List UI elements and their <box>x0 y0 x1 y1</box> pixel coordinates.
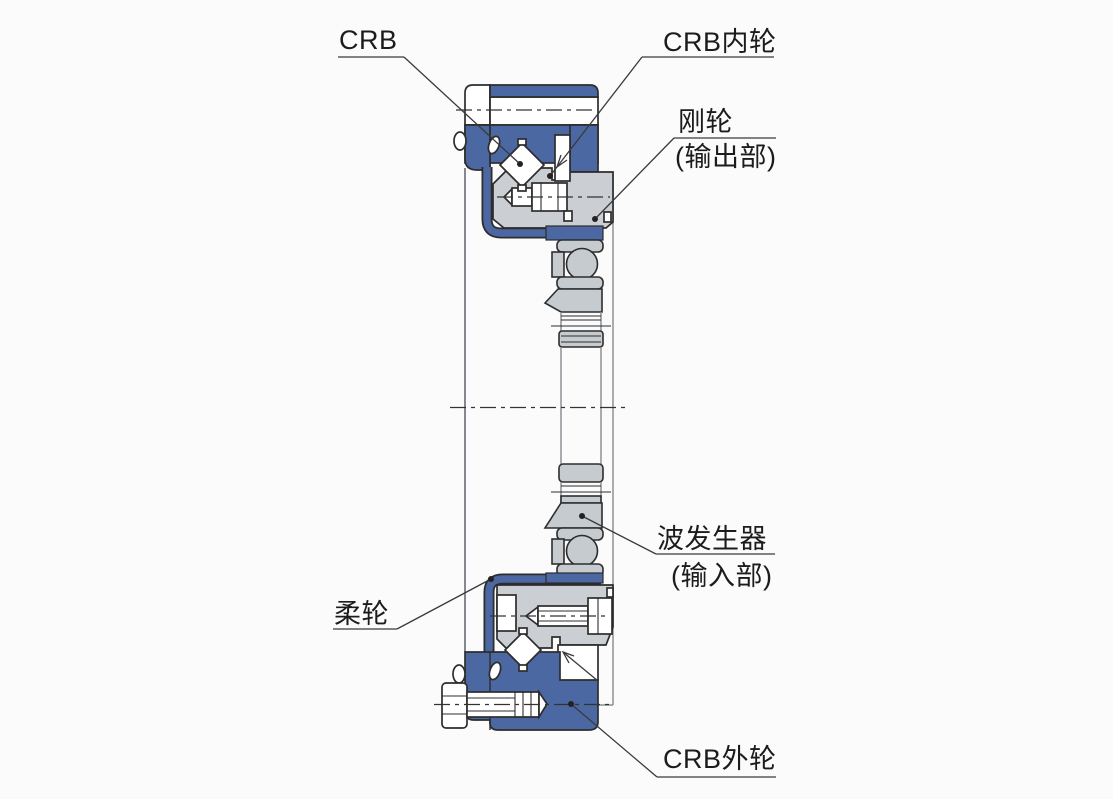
crb-leader-dot <box>517 161 523 167</box>
crb-outer-ring-top-strip <box>489 84 599 98</box>
roller-retainer-nub <box>518 627 528 635</box>
flexspline-teeth-bottom <box>545 572 604 584</box>
roller-retainer-nub <box>518 664 528 672</box>
crb-inner-leader <box>549 56 643 177</box>
top-ring-gap-slot <box>554 134 571 182</box>
flexspline-bottom-wall <box>485 575 601 654</box>
leader-lines <box>333 56 776 778</box>
shaft-collar-bottom <box>558 463 604 483</box>
crb-outer-ring-top-right-lug <box>569 124 599 173</box>
flexspline-top <box>481 167 604 241</box>
labels: CRB CRB内轮 刚轮 (输出部) 波发生器 (输入部) 柔轮 CRB外轮 <box>334 25 777 774</box>
wave-leader-dot <box>579 513 585 519</box>
roller-retainer-nub <box>517 184 527 192</box>
label-rigid-line1: 刚轮 <box>678 107 733 137</box>
centerlines <box>434 109 630 706</box>
wave-generator-bottom <box>543 502 604 577</box>
wg-cam-plate-top <box>543 288 603 313</box>
wave-generator-top <box>543 239 604 313</box>
top-raceway-arrow <box>555 154 568 169</box>
input-shaft <box>551 312 611 504</box>
wg-inner-race-top <box>556 276 604 290</box>
label-flex: 柔轮 <box>334 599 389 629</box>
flexspline-bottom <box>483 572 604 654</box>
shaft-sliver <box>560 495 602 504</box>
crb-leader <box>403 56 521 165</box>
flex-leader <box>396 578 492 630</box>
crb-inner-leader-dot <box>547 173 553 179</box>
crb-outer-ring-bottom <box>441 651 599 731</box>
wave-leader <box>581 515 657 555</box>
bottom-seal-groove <box>606 587 614 598</box>
top-seal-groove-2 <box>603 211 612 223</box>
label-rigid-line2: (输出部) <box>675 142 776 172</box>
rigid-leader-dot <box>592 216 598 222</box>
bottom-bolt-hole-ellipse-2 <box>488 661 502 681</box>
wg-ball-bottom <box>565 534 599 568</box>
crb-outer-ring-top-left-lug <box>464 124 491 171</box>
wg-cam-plate-bottom <box>543 502 603 529</box>
label-crb-outer: CRB外轮 <box>663 744 777 774</box>
label-wave-line1: 波发生器 <box>657 524 767 554</box>
top-bolt-hole-ellipse <box>453 131 467 151</box>
bottom-raceway-arrow <box>561 650 575 664</box>
label-crb: CRB <box>339 25 398 55</box>
crb-outer-leader-dot <box>568 701 574 707</box>
flex-leader-dot <box>488 576 494 582</box>
bottom-bolt-clearance-hole <box>496 594 517 632</box>
flexspline-teeth-top <box>545 225 604 241</box>
roller-retainer-nub <box>517 138 527 146</box>
rigid-leader <box>594 137 675 220</box>
wg-ball-top <box>565 247 599 281</box>
top-bolt-hole-ellipse-2 <box>487 135 501 155</box>
crb-outer-leader <box>570 703 658 778</box>
bottom-raceway-arrow-line <box>562 651 599 682</box>
wg-retainer-bottom <box>551 538 565 565</box>
top-seal-groove <box>563 210 573 222</box>
top-band-bolt-hole <box>489 96 599 126</box>
flexspline-top-wall <box>483 167 601 237</box>
hex-bolt-head <box>441 682 468 729</box>
label-wave-line2: (输入部) <box>671 561 772 591</box>
bottom-bolt-hole-ellipse <box>452 664 466 684</box>
label-crb-inner: CRB内轮 <box>663 27 777 57</box>
wg-retainer-top <box>551 251 565 278</box>
shaft-collar-top <box>558 330 604 348</box>
top-band-left-column <box>464 84 491 126</box>
